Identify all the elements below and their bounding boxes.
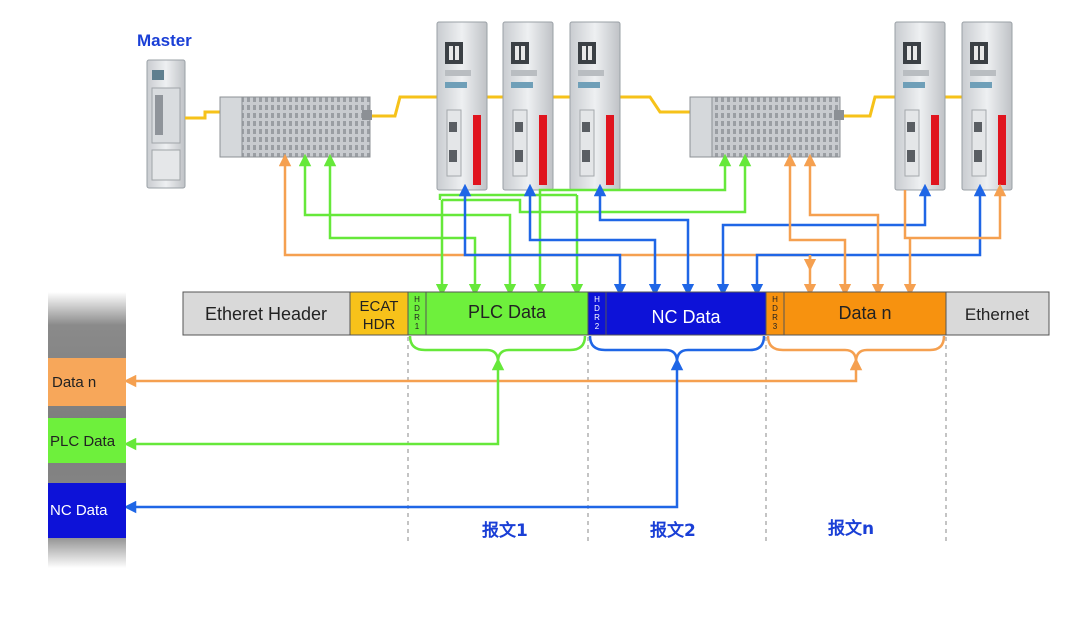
ecat-hdr-line2: HDR xyxy=(363,316,396,333)
data-n-label: Data n xyxy=(838,303,891,323)
nc-data-lines xyxy=(458,183,987,297)
side-nc-data-bar xyxy=(48,483,126,538)
servo-drive-3 xyxy=(569,21,621,191)
side-plc-data-label: PLC Data xyxy=(50,433,116,450)
frame-braces xyxy=(408,335,946,363)
section-label-n: 报文n xyxy=(828,518,874,539)
io-terminal-block-2 xyxy=(689,96,844,158)
ethernet-header-segment xyxy=(182,291,351,336)
master-label: Master xyxy=(137,31,192,50)
io-terminal-block-1 xyxy=(219,96,372,158)
side-data-n-bar xyxy=(48,358,126,406)
ethernet-trailer-segment xyxy=(945,291,1050,336)
servo-drive-4 xyxy=(894,21,946,191)
ethernet-trailer-label: Ethernet xyxy=(965,305,1030,324)
side-nc-data-label: NC Data xyxy=(50,502,108,519)
nc-data-label: NC Data xyxy=(651,307,721,327)
section-label-1: 报文1 xyxy=(482,520,528,541)
plc-data-label: PLC Data xyxy=(468,302,547,322)
data-n-segment xyxy=(783,291,947,336)
return-lines xyxy=(123,357,863,514)
ecat-hdr-segment xyxy=(349,291,409,336)
side-data-n-label: Data n xyxy=(52,374,96,391)
servo-drive-1 xyxy=(436,21,488,191)
side-plc-data-bar xyxy=(48,418,126,463)
plc-data-segment xyxy=(425,291,589,336)
servo-drive-2 xyxy=(502,21,554,191)
section-label-2: 报文2 xyxy=(650,520,696,541)
data-n-lines xyxy=(783,153,1007,297)
side-data-column: Data n PLC Data NC Data xyxy=(48,292,126,568)
master-controller-device xyxy=(146,59,186,189)
ethernet-header-label: Etheret Header xyxy=(205,304,327,324)
ethercat-frame: Etheret Header ECAT HDR PLC Data NC Data… xyxy=(182,291,1050,336)
ecat-hdr-line1: ECAT xyxy=(360,298,399,315)
servo-drive-5 xyxy=(961,21,1013,191)
